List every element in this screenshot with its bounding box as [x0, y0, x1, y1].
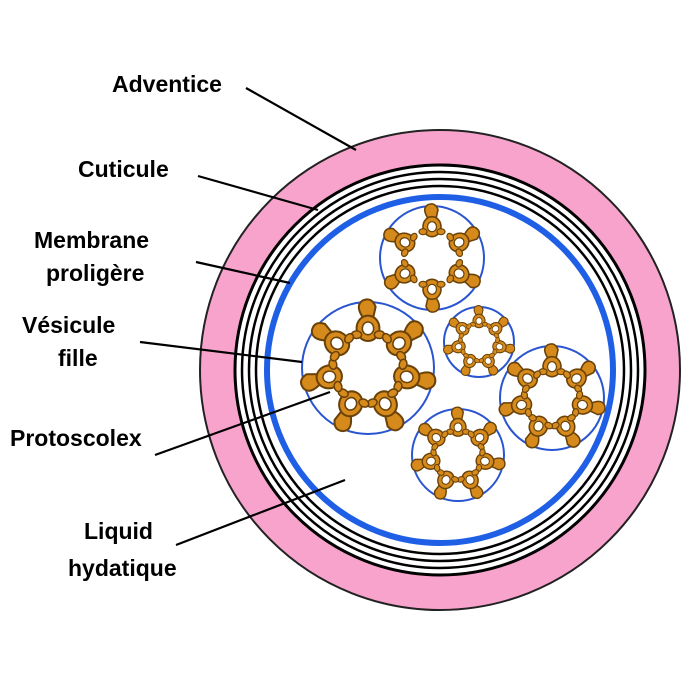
protoscolex-group — [299, 203, 606, 500]
protoscolex-icon — [310, 321, 355, 362]
protoscolex-icon — [442, 336, 466, 355]
protoscolex-icon — [469, 305, 489, 329]
label-liquid-line2: hydatique — [68, 555, 177, 581]
cuticule-layers — [240, 170, 640, 570]
protoscolex-icon — [475, 448, 506, 473]
protoscolex-icon — [446, 226, 481, 258]
protoscolex-icon — [445, 406, 471, 437]
protoscolex-icon — [383, 258, 418, 290]
protoscolex-icon — [383, 227, 418, 258]
protoscolex-icon — [538, 343, 566, 378]
protoscolex-icon — [498, 390, 533, 418]
protoscolex-icon — [457, 469, 484, 500]
label-vesicule-line1: Vésicule — [22, 312, 115, 338]
protoscolex-icon — [562, 360, 596, 393]
protoscolex-icon — [467, 421, 497, 451]
protoscolex-icon — [366, 388, 405, 432]
label-membrane-line2: proligère — [46, 260, 144, 286]
label-cuticule: Cuticule — [78, 156, 169, 182]
leader-adventice — [245, 87, 357, 151]
leader-lines — [139, 87, 357, 547]
protoscolex-icon — [446, 258, 481, 289]
protoscolex-icon — [492, 336, 516, 355]
protoscolex-icon — [381, 320, 424, 362]
membrane-proligere — [264, 194, 616, 546]
protoscolex-icon — [410, 448, 441, 473]
leader-protoscolex — [154, 390, 331, 457]
protoscolex-icon — [418, 278, 446, 313]
protoscolex-icon — [550, 413, 581, 448]
protoscolex-icon — [506, 361, 542, 393]
label-liquid-line1: Liquid — [84, 518, 153, 544]
protoscolex-icon — [460, 352, 480, 377]
protoscolex-icon — [524, 413, 554, 449]
protoscolex-icon — [486, 316, 509, 339]
label-protoscolex: Protoscolex — [10, 425, 142, 451]
label-adventice: Adventice — [112, 71, 222, 97]
leader-membrane — [195, 260, 291, 285]
protoscolex-icon — [478, 352, 499, 376]
protoscolex-icon — [448, 317, 472, 339]
leader-liquid — [175, 478, 346, 547]
protoscolex-icon — [333, 388, 370, 433]
label-vesicule-line2: fille — [58, 345, 98, 371]
protoscolex-icon — [571, 390, 606, 418]
protoscolex-icon — [299, 358, 343, 393]
protoscolex-icon — [393, 358, 437, 393]
leader-vesicule — [139, 340, 303, 364]
leader-cuticule — [197, 174, 319, 212]
protoscolex-icon — [433, 469, 459, 500]
protoscolex-icon — [418, 203, 446, 238]
label-membrane-line1: Membrane — [34, 227, 149, 253]
protoscolex-icon — [418, 422, 449, 451]
